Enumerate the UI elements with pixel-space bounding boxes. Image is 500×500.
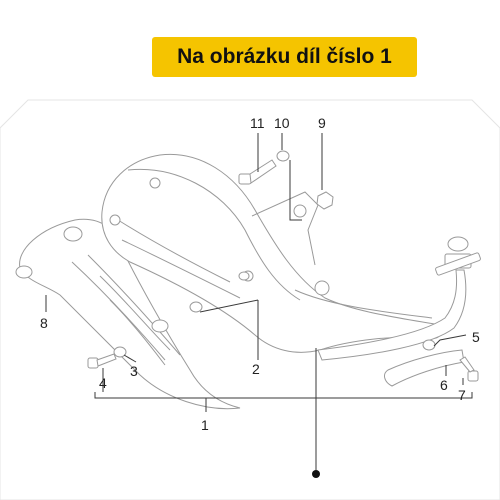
- screw-part-7: [459, 356, 479, 382]
- callout-4: 4: [99, 375, 107, 391]
- washer-part-10: [276, 150, 290, 162]
- bracket-part-6: [384, 349, 465, 387]
- heat-shield-part: [15, 218, 241, 410]
- screw-part-4: [87, 353, 117, 369]
- callout-1: 1: [201, 417, 209, 433]
- callout-3: 3: [130, 363, 138, 379]
- callout-10: 10: [274, 115, 290, 131]
- silencer-body-part: [101, 153, 481, 361]
- banner-text: Na obrázku díl číslo 1: [177, 45, 392, 68]
- nut-part-9: [316, 191, 334, 210]
- part-number-banner: Na obrázku díl číslo 1: [152, 37, 417, 77]
- callout-6: 6: [440, 377, 448, 393]
- callout-9: 9: [318, 115, 326, 131]
- bolt-part-11: [238, 159, 277, 185]
- washer-part-2b: [238, 271, 250, 281]
- frame-outline: [0, 99, 500, 500]
- callout-7: 7: [458, 387, 466, 403]
- washer-part-5: [422, 339, 436, 351]
- washer-part-2a: [189, 301, 203, 313]
- reference-dot: [312, 470, 320, 478]
- washer-part-3: [113, 346, 127, 358]
- leader-lines: [45, 133, 473, 470]
- callout-11: 11: [250, 115, 265, 131]
- callout-2: 2: [252, 361, 260, 377]
- callout-5: 5: [472, 329, 480, 345]
- callout-8: 8: [40, 315, 48, 331]
